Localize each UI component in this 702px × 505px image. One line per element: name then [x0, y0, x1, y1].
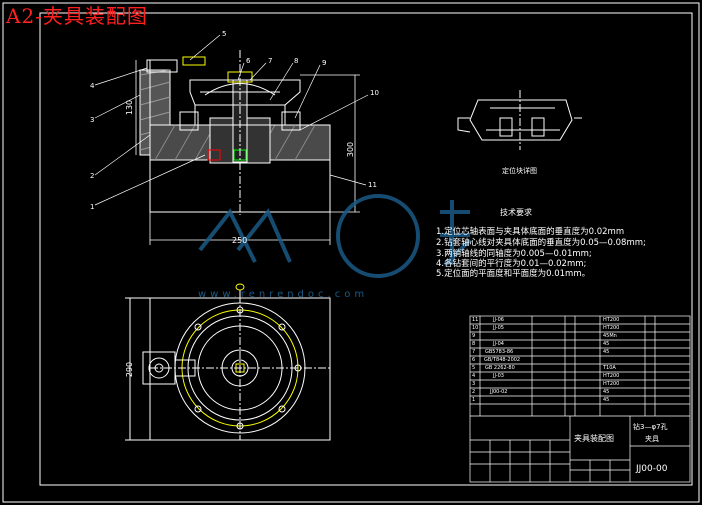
part-mat: HT200 [603, 381, 620, 387]
detail-view [457, 90, 582, 150]
part-code: GB5783-86 [485, 349, 514, 355]
title-block-process: 钻3—φ7孔 [633, 423, 668, 431]
part-no: 9 [472, 333, 476, 339]
dim-height-right: 300 [346, 141, 356, 158]
part-mat: 45 [603, 349, 610, 355]
part-no: 5 [472, 365, 476, 371]
title-block-type: 夹具 [645, 435, 659, 443]
part-no: 4 [472, 373, 476, 379]
part-code: JJ-04 [493, 341, 504, 347]
balloon-1: 1 [90, 203, 95, 211]
part-no: 6 [472, 357, 476, 363]
requirement-2: 2.钻套轴心线对夹具体底面的垂直度为0.05—0.08mm; [436, 238, 646, 248]
balloon-11: 11 [368, 181, 377, 189]
part-mat: T10A [603, 365, 616, 371]
balloon-6: 6 [246, 57, 251, 65]
balloon-7: 7 [268, 57, 273, 65]
part-no: 2 [472, 389, 476, 395]
part-code: JJ00-02 [490, 389, 508, 395]
part-mat: 45Mn [603, 333, 617, 339]
part-no: 7 [472, 349, 476, 355]
part-code: JJ-05 [493, 325, 504, 331]
balloon-9: 9 [322, 59, 327, 67]
parts-table [469, 315, 691, 483]
balloon-4: 4 [90, 82, 95, 90]
detail-caption: 定位块详图 [502, 167, 537, 175]
plan-view [125, 283, 331, 441]
title-block-name: 夹具装配图 [574, 434, 614, 443]
requirement-5: 5.定位面的平面度和平面度为0.01mm。 [436, 269, 591, 279]
requirements-title: 技术要求 [500, 208, 532, 217]
balloon-10: 10 [370, 89, 379, 97]
requirement-3: 3.两销轴线的同轴度为0.005—0.01mm; [436, 249, 592, 259]
dimension-lines [135, 60, 360, 245]
part-mat: 45 [603, 389, 610, 395]
part-code: JJ-06 [493, 317, 504, 323]
balloon-2: 2 [90, 172, 95, 180]
part-mat: 45 [603, 397, 610, 403]
part-code: GB/T848-2002 [484, 357, 521, 363]
part-mat: HT200 [603, 325, 620, 331]
part-no: 10 [472, 325, 479, 331]
section-view [139, 50, 331, 215]
part-no: 1 [472, 397, 476, 403]
title-block-drawing-no: JJ00-00 [636, 464, 668, 474]
balloon-8: 8 [294, 57, 299, 65]
dim-plan-height: 290 [125, 361, 135, 378]
dim-width-bottom: 250 [232, 236, 248, 245]
part-no: 8 [472, 341, 476, 347]
part-mat: HT200 [603, 373, 620, 379]
part-code: GB 2262-80 [485, 365, 515, 371]
watermark-logo [198, 194, 472, 278]
part-mat: HT200 [603, 317, 620, 323]
requirement-4: 4.各钻套间的平行度为0.01—0.02mm; [436, 259, 587, 269]
part-code: JJ-03 [493, 373, 504, 379]
leader-lines [94, 34, 369, 206]
page-title: A2-夹具装配图 [6, 4, 148, 28]
part-mat: 45 [603, 341, 610, 347]
part-no: 3 [472, 381, 476, 387]
inner-frame [39, 12, 693, 486]
balloon-3: 3 [90, 116, 95, 124]
watermark-url: www.renrendoc.com [198, 289, 369, 300]
part-no: 11 [472, 317, 479, 323]
requirement-1: 1.定位芯轴表面与夹具体底面的垂直度为0.02mm [436, 227, 625, 237]
dim-height-left: 130 [125, 99, 135, 116]
balloon-5: 5 [222, 30, 227, 38]
